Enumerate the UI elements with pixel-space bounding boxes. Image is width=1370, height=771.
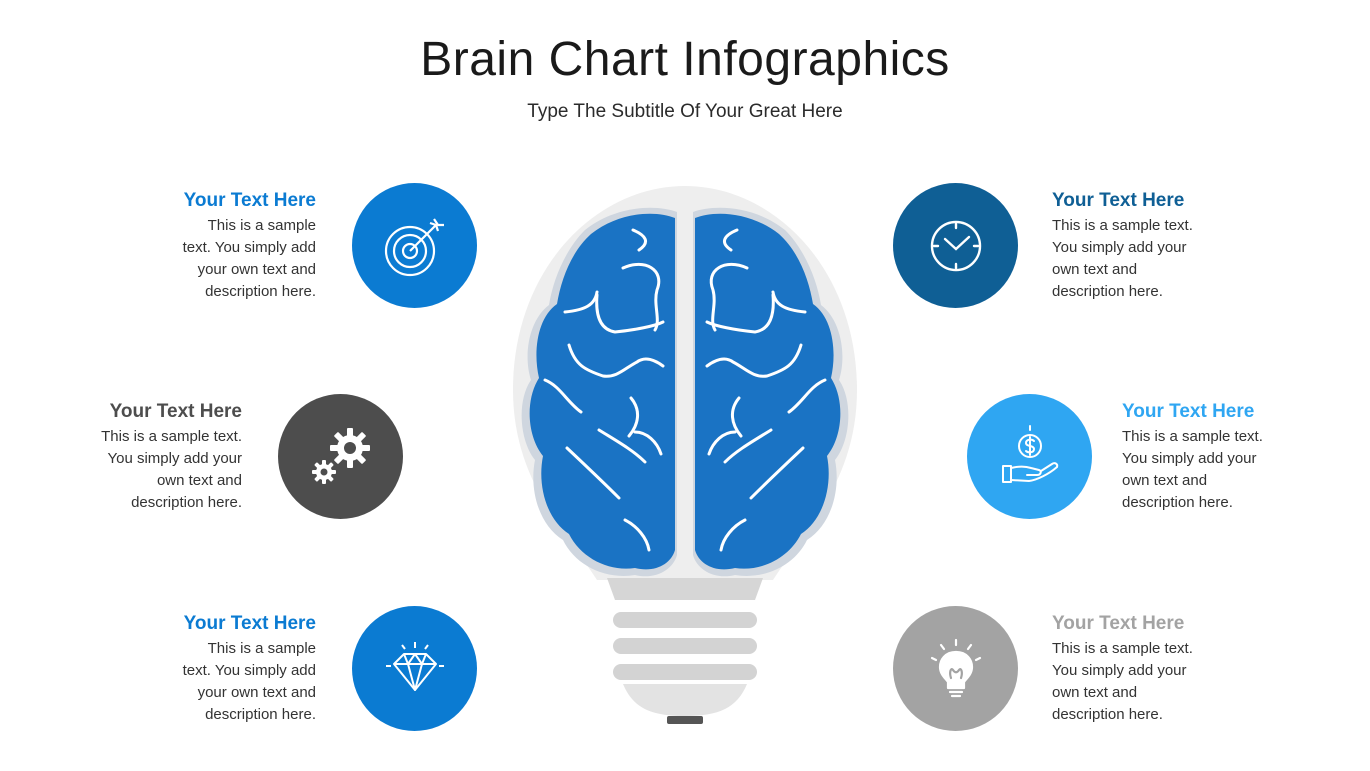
item-line: own text and	[156, 472, 242, 489]
item-line: text. You simply add	[182, 239, 316, 256]
item-top-right: Your Text Here This is a sample text. Yo…	[1052, 189, 1292, 303]
item-middle-left: Your Text Here This is a sample text. Yo…	[2, 400, 242, 514]
item-line: text. You simply add	[182, 662, 316, 679]
item-heading: Your Text Here	[1052, 613, 1185, 634]
item-heading: Your Text Here	[109, 401, 242, 422]
bulb-neck	[607, 578, 763, 600]
item-line: This is a sample text.	[101, 428, 242, 445]
item-bottom-left: Your Text Here This is a sample text. Yo…	[76, 612, 316, 726]
item-line: This is a sample text.	[1122, 428, 1263, 445]
item-line: own text and	[1122, 472, 1208, 489]
item-line: your own text and	[197, 261, 316, 278]
target-icon-circle	[352, 183, 477, 308]
clock-icon	[930, 220, 981, 271]
item-line: You simply add your	[1052, 662, 1187, 679]
item-heading: Your Text Here	[183, 613, 316, 634]
brain-left-folds	[543, 228, 665, 552]
item-top-left: Your Text Here This is a sample text. Yo…	[76, 189, 316, 303]
item-line: description here.	[1122, 494, 1233, 511]
item-line: description here.	[205, 283, 316, 300]
brain-left-hemisphere	[529, 213, 675, 570]
item-heading: Your Text Here	[1052, 190, 1185, 211]
item-line: description here.	[131, 494, 242, 511]
item-line: description here.	[1052, 283, 1163, 300]
item-line: You simply add your	[107, 450, 242, 467]
item-line: You simply add your	[1052, 239, 1187, 256]
item-description: This is a sample text. You simply add yo…	[1052, 215, 1292, 303]
brain-right-folds	[705, 228, 827, 552]
money-hand-icon	[1001, 424, 1058, 483]
item-bottom-right: Your Text Here This is a sample text. Yo…	[1052, 612, 1292, 726]
item-line: This is a sample	[207, 217, 316, 234]
bulb-thread-2	[613, 638, 757, 654]
money-hand-icon-circle	[967, 394, 1092, 519]
bulb-contact	[667, 716, 703, 724]
item-line: This is a sample	[207, 640, 316, 657]
lightbulb-icon	[930, 638, 981, 697]
page-title: Brain Chart Infographics	[420, 33, 950, 86]
page-subtitle: Type The Subtitle Of Your Great Here	[527, 101, 843, 122]
item-heading: Your Text Here	[1122, 401, 1255, 422]
item-line: description here.	[1052, 706, 1163, 723]
diamond-icon-circle	[352, 606, 477, 731]
item-line: You simply add your	[1122, 450, 1257, 467]
clock-icon-circle	[893, 183, 1018, 308]
item-line: your own text and	[197, 684, 316, 701]
item-line: own text and	[1052, 684, 1138, 701]
item-middle-right: Your Text Here This is a sample text. Yo…	[1122, 400, 1362, 514]
item-description: This is a sample text. You simply add yo…	[2, 426, 242, 514]
item-description: This is a sample text. You simply add yo…	[76, 638, 316, 726]
item-line: This is a sample text.	[1052, 217, 1193, 234]
diamond-icon	[385, 641, 444, 691]
item-heading: Your Text Here	[183, 190, 316, 211]
item-line: own text and	[1052, 261, 1138, 278]
brain-right-hemisphere	[695, 213, 841, 570]
gears-icon	[311, 427, 370, 484]
item-description: This is a sample text. You simply add yo…	[1122, 426, 1362, 514]
bulb-tip	[623, 684, 747, 716]
item-description: This is a sample text. You simply add yo…	[76, 215, 316, 303]
item-line: This is a sample text.	[1052, 640, 1193, 657]
gears-icon-circle	[278, 394, 403, 519]
bulb-thread-1	[613, 612, 757, 628]
target-icon	[384, 217, 444, 276]
item-description: This is a sample text. You simply add yo…	[1052, 638, 1292, 726]
bulb-thread-3	[613, 664, 757, 680]
lightbulb-icon-circle	[893, 606, 1018, 731]
brain-lightbulb-illustration	[513, 186, 857, 724]
item-line: description here.	[205, 706, 316, 723]
